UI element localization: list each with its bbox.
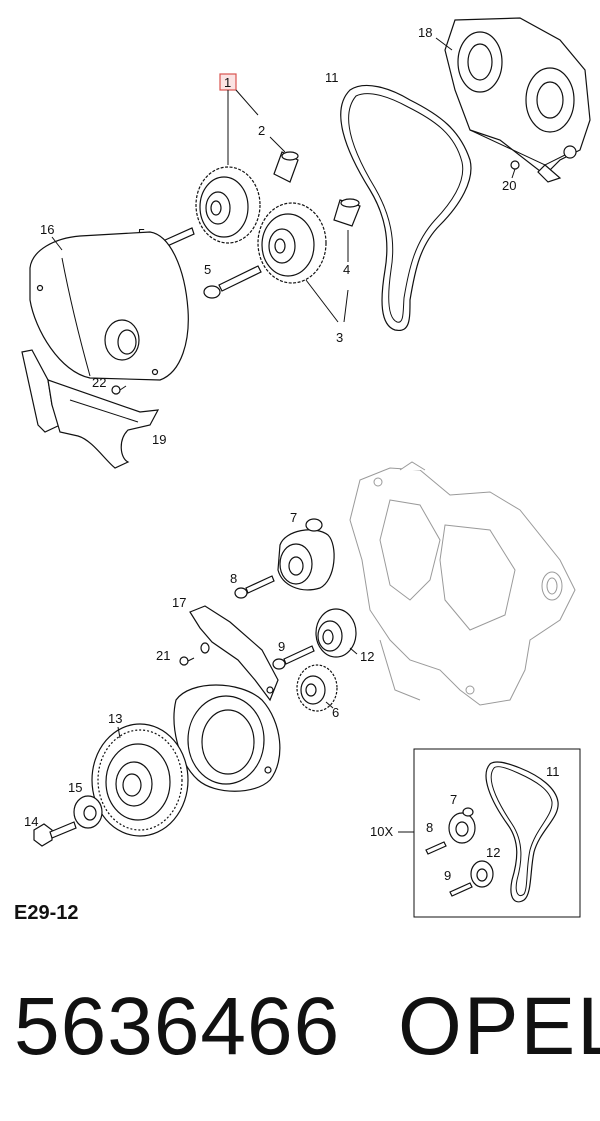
callout-21: 21 bbox=[156, 648, 170, 663]
callout-7-inset: 7 bbox=[450, 792, 457, 807]
callout-20: 20 bbox=[502, 178, 516, 193]
callout-12-inset: 12 bbox=[486, 845, 500, 860]
figure-code: E29-12 bbox=[14, 902, 79, 924]
callout-1: 1 bbox=[224, 75, 231, 90]
callout-9-inset: 9 bbox=[444, 868, 451, 883]
bolt-5-lower bbox=[203, 265, 262, 299]
tensioner-7 bbox=[277, 518, 335, 591]
callout-17: 17 bbox=[172, 595, 186, 610]
crank-bolt-14 bbox=[33, 821, 77, 847]
callout-11-top: 11 bbox=[325, 70, 339, 85]
timing-belt-11 bbox=[340, 84, 472, 331]
kit-inset-box bbox=[413, 748, 581, 918]
rear-timing-cover-18 bbox=[444, 17, 591, 183]
bolt-9 bbox=[272, 645, 315, 670]
callout-4: 4 bbox=[343, 262, 350, 277]
crankshaft-sprocket-6 bbox=[296, 664, 338, 712]
callout-19: 19 bbox=[152, 432, 166, 447]
crankshaft-pulley-13 bbox=[91, 723, 189, 837]
callout-14: 14 bbox=[24, 814, 38, 829]
callout-18: 18 bbox=[418, 25, 432, 40]
idler-pulley-12 bbox=[315, 608, 357, 658]
seal-housing bbox=[173, 684, 281, 792]
callout-13: 13 bbox=[108, 711, 122, 726]
lower-cover-plate-19 bbox=[21, 349, 160, 469]
callout-10x: 10X bbox=[370, 824, 393, 839]
washer-15 bbox=[73, 795, 103, 829]
engine-block-outline bbox=[349, 461, 576, 706]
callout-15: 15 bbox=[68, 780, 82, 795]
brand-name: OPEL bbox=[398, 981, 600, 1072]
callout-8-inset: 8 bbox=[426, 820, 433, 835]
camshaft-sprocket-1 bbox=[195, 166, 261, 244]
bolt-20 bbox=[510, 160, 520, 179]
callout-12-main: 12 bbox=[360, 649, 374, 664]
lower-timing-cover-17 bbox=[189, 605, 279, 702]
bolt-8 bbox=[234, 575, 275, 599]
callout-9-main: 9 bbox=[278, 639, 285, 654]
callout-22: 22 bbox=[92, 375, 106, 390]
part-number: 5636466 bbox=[14, 981, 341, 1072]
callout-2: 2 bbox=[258, 123, 265, 138]
callout-7-main: 7 bbox=[290, 510, 297, 525]
front-timing-cover-16 bbox=[29, 231, 189, 381]
camshaft-sprocket-3 bbox=[257, 202, 327, 284]
callout-3: 3 bbox=[336, 330, 343, 345]
callout-5-lower: 5 bbox=[204, 262, 211, 277]
bolt-22 bbox=[111, 385, 127, 395]
pin-4 bbox=[333, 198, 361, 227]
bolt-21 bbox=[179, 656, 195, 666]
callout-16: 16 bbox=[40, 222, 54, 237]
callout-11-inset: 11 bbox=[546, 764, 560, 779]
callout-8-main: 8 bbox=[230, 571, 237, 586]
pin-2 bbox=[273, 151, 299, 183]
callout-6: 6 bbox=[332, 705, 339, 720]
